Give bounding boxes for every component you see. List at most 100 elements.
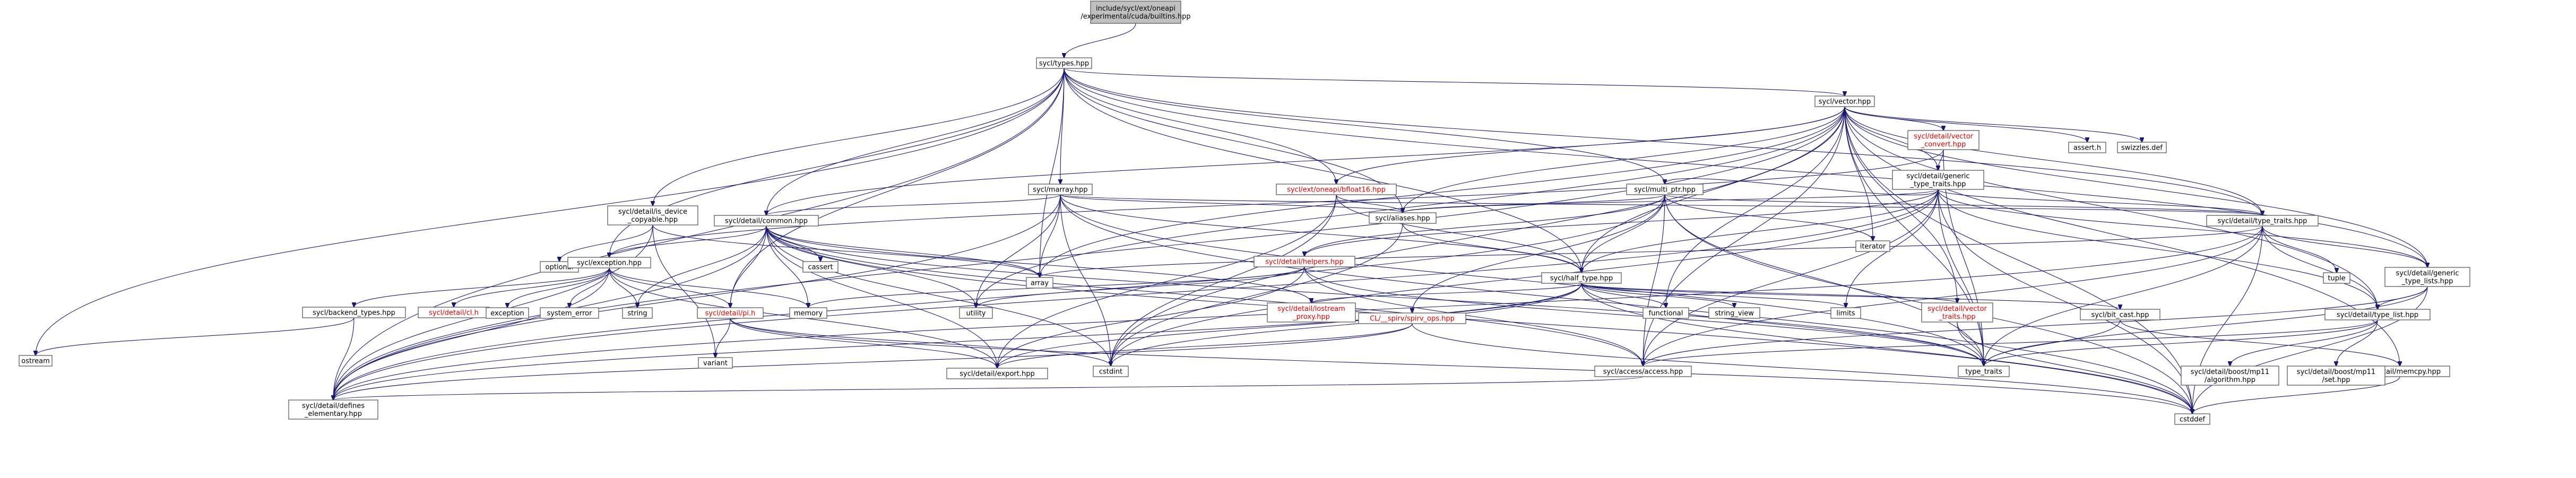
node-assert[interactable]: assert.h — [2068, 142, 2106, 153]
node-exception[interactable]: sycl/exception.hpp — [567, 257, 651, 268]
edge-access-to-defines — [333, 376, 1644, 400]
node-label: swizzles.def — [2121, 144, 2163, 152]
node-boostset[interactable]: sycl/detail/boost/mp11/set.hpp — [2287, 366, 2385, 386]
node-swizzles[interactable]: swizzles.def — [2117, 142, 2167, 153]
edge-marray-to-typetraits — [1060, 194, 2262, 215]
edge-spirv-to-export — [997, 323, 1413, 368]
node-memory[interactable]: memory — [789, 307, 827, 319]
edge-halftype-to-stdtraits — [1581, 283, 1984, 366]
node-label: exception — [490, 310, 524, 318]
node-spirv[interactable]: CL/__spirv/spirv_ops.hpp — [1358, 312, 1466, 324]
edge-bitcast-to-memcpy — [2120, 319, 2400, 366]
node-box — [540, 307, 599, 319]
node-label: sycl/aliases.hpp — [1375, 215, 1430, 223]
edge-vector-to-aliases — [1403, 106, 1845, 213]
edge-gentraits-to-typetraits — [1938, 189, 2262, 215]
node-syserr[interactable]: system_error — [540, 307, 599, 319]
edge-typetraits-to-stdtraits — [1984, 225, 2263, 366]
node-vector[interactable]: sycl/vector.hpp — [1814, 95, 1875, 107]
node-boostalg[interactable]: sycl/detail/boost/mp11/algorithm.hpp — [2181, 366, 2279, 386]
node-cstdint[interactable]: cstdint — [1093, 366, 1129, 377]
node-utility[interactable]: utility — [959, 307, 993, 319]
edge-gentraits-to-limits — [1846, 189, 1939, 308]
edge-common-to-pi — [730, 225, 767, 308]
node-label: _type_lists.hpp — [2401, 277, 2453, 285]
edge-iscopy-to-optional — [559, 224, 653, 262]
node-functional[interactable]: functional — [1643, 307, 1689, 319]
node-box — [1036, 57, 1092, 69]
node-types[interactable]: sycl/types.hpp — [1036, 57, 1092, 69]
node-limits[interactable]: limits — [1830, 307, 1861, 319]
node-label: system_error — [547, 310, 593, 318]
edge-common-to-exception — [609, 225, 767, 257]
node-stringview[interactable]: string_view — [1708, 307, 1760, 319]
edge-vector-to-defines — [333, 106, 1845, 400]
node-label: tuple — [2328, 275, 2345, 283]
node-vconvert[interactable]: sycl/detail/vector_convert.hpp — [1907, 130, 1979, 150]
node-cstddef[interactable]: cstddef — [2174, 413, 2210, 425]
edge-common-to-cstdint — [766, 225, 1111, 366]
node-helpers[interactable]: sycl/detail/helpers.hpp — [1254, 256, 1355, 267]
node-label: /set.hpp — [2322, 376, 2350, 384]
edge-typetraits-to-array — [1040, 225, 2263, 277]
edge-typetraits-to-typelists — [2262, 225, 2427, 267]
node-defines[interactable]: sycl/detail/defines_elementary.hpp — [288, 399, 378, 420]
node-typelists[interactable]: sycl/detail/generic_type_lists.hpp — [2384, 267, 2470, 287]
edge-types-to-bfloat — [1064, 68, 1336, 184]
node-iostream[interactable]: sycl/detail/iostream_proxy.hpp — [1267, 302, 1356, 323]
node-box — [1594, 366, 1692, 377]
node-box — [789, 307, 827, 319]
edge-common-to-cstddef — [766, 225, 2192, 414]
node-exc[interactable]: exception — [486, 307, 529, 319]
node-string[interactable]: string — [622, 307, 653, 319]
edge-halftype-to-export — [997, 283, 1582, 368]
edge-gentraits-to-defines — [333, 189, 1939, 400]
edge-types-to-iscopy — [653, 68, 1065, 206]
node-iterator[interactable]: iterator — [1855, 240, 1890, 252]
node-gentraits[interactable]: sycl/detail/generic_type_traits.hpp — [1892, 170, 1984, 190]
node-box — [946, 368, 1048, 379]
node-vtraits[interactable]: sycl/detail/vector_traits.hpp — [1921, 302, 1993, 323]
node-common[interactable]: sycl/detail/common.hpp — [714, 215, 819, 227]
edge-vector-to-typelists — [1844, 106, 2427, 267]
node-typetraits[interactable]: sycl/detail/type_traits.hpp — [2206, 215, 2319, 227]
node-cl[interactable]: sycl/detail/cl.h — [418, 307, 490, 318]
node-label: sycl/detail/helpers.hpp — [1265, 258, 1344, 266]
node-root[interactable]: include/sycl/ext/oneapi/experimental/cud… — [1080, 1, 1191, 24]
node-access[interactable]: sycl/access/access.hpp — [1594, 366, 1692, 377]
edge-typetraits-to-typelist — [2262, 225, 2378, 309]
node-cassert[interactable]: cassert — [802, 261, 839, 273]
edge-types-to-typetraits — [1064, 68, 2262, 215]
node-pi[interactable]: sycl/detail/pi.h — [697, 307, 764, 319]
node-label: sycl/detail/type_list.hpp — [2337, 311, 2418, 319]
edge-typelist-to-boostset — [2336, 319, 2378, 366]
edge-multiptr-to-aliases — [1403, 194, 1665, 213]
edge-aliases-to-cstdint — [1111, 223, 1403, 366]
edge-types-to-ostream — [36, 68, 1065, 355]
node-iscopy[interactable]: sycl/detail/is_device_copyable.hpp — [607, 205, 698, 225]
node-typelist[interactable]: sycl/detail/type_list.hpp — [2324, 309, 2431, 320]
edge-exception-to-syserr — [569, 267, 610, 308]
node-marray[interactable]: sycl/marray.hpp — [1028, 184, 1093, 195]
node-stdtraits[interactable]: type_traits — [1958, 366, 2010, 377]
node-halftype[interactable]: sycl/half_type.hpp — [1541, 272, 1622, 284]
node-array[interactable]: array — [1026, 277, 1053, 289]
edge-halftype-to-bitcast — [1581, 283, 2120, 309]
node-export[interactable]: sycl/detail/export.hpp — [946, 368, 1048, 379]
node-box — [2174, 413, 2210, 425]
node-bitcast[interactable]: sycl/bit_cast.hpp — [2080, 309, 2160, 320]
node-ostream[interactable]: ostream — [19, 355, 53, 367]
node-tuple[interactable]: tuple — [2323, 272, 2350, 284]
edge-vconvert-to-exception — [609, 149, 1944, 257]
node-variant[interactable]: variant — [698, 357, 733, 369]
edge-typelist-to-boostalg — [2230, 319, 2378, 366]
edge-common-to-export — [766, 225, 997, 368]
node-box — [1643, 307, 1689, 319]
node-multiptr[interactable]: sycl/multi_ptr.hpp — [1626, 184, 1704, 195]
node-aliases[interactable]: sycl/aliases.hpp — [1369, 212, 1437, 224]
node-backend[interactable]: sycl/backend_types.hpp — [302, 307, 406, 318]
node-bfloat[interactable]: sycl/ext/oneapi/bfloat16.hpp — [1276, 184, 1397, 195]
node-label: ostream — [21, 358, 50, 366]
edge-spirv-to-cstddef — [1412, 323, 2192, 414]
edge-backend-to-ostream — [36, 317, 355, 355]
